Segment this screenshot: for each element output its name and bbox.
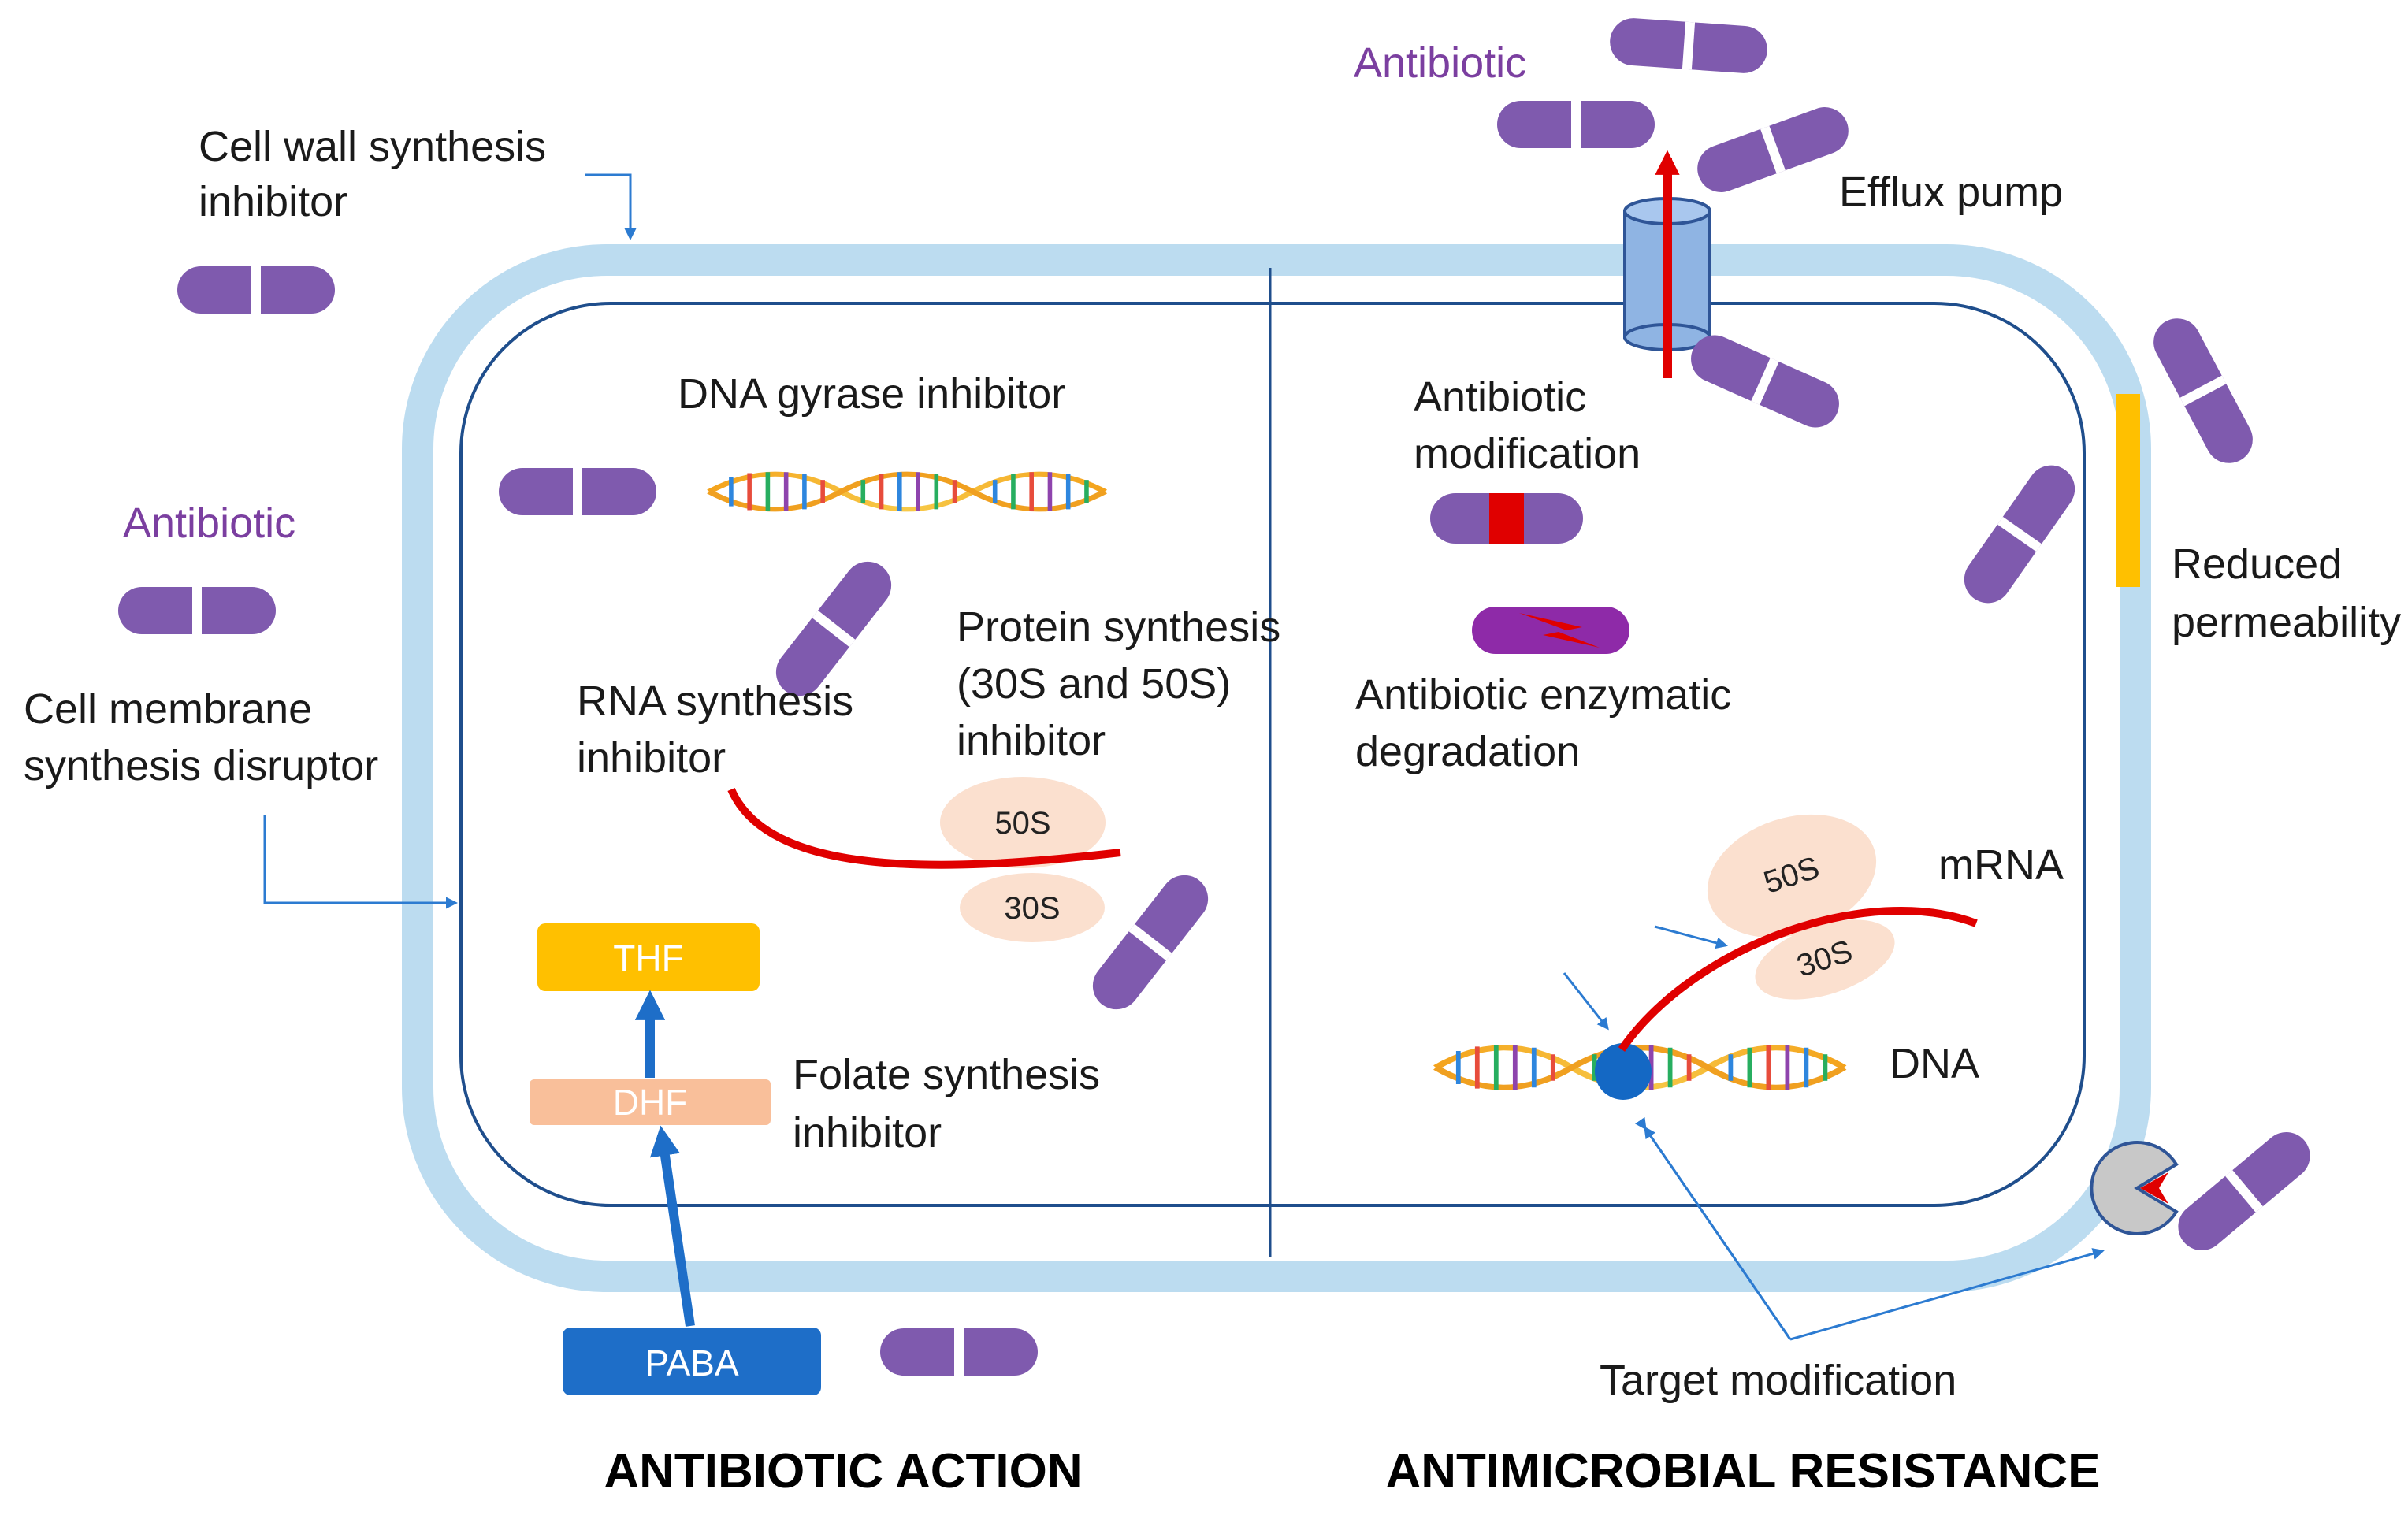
ribosome-30s-right [1755, 919, 1895, 1000]
cell-wall-label-line1: Cell wall synthesis [199, 123, 546, 170]
antibiotic-label-left: Antibiotic [123, 500, 295, 547]
folate-synthesis-label-line1: Folate synthesis [793, 1051, 1100, 1098]
mrna-strand-right [1618, 906, 1978, 1052]
modified-target-protein [2090, 1141, 2179, 1235]
mrna-label: mRNA [1938, 841, 2064, 889]
ribosome-target-arrow [1654, 925, 1728, 949]
dhf-box [530, 1079, 771, 1125]
antibiotic-capsule [2145, 310, 2261, 472]
cell-wall-label-line2: inhibitor [199, 178, 347, 225]
ribosome-50s-label-left: 50S [994, 806, 1050, 841]
target-modification-arrow-to-target [1644, 1126, 1792, 1340]
antibiotic-modification-label-line2: modification [1414, 430, 1641, 477]
antibiotic-capsule [1497, 101, 1655, 148]
target-modification-label: Target modification [1600, 1357, 1956, 1404]
reduced-permeability-label-line1: Reduced [2172, 540, 2342, 588]
folate-synthesis-label-line2: inhibitor [793, 1109, 942, 1157]
antibiotic-capsule [1955, 455, 2084, 613]
antibiotic-capsule [880, 1328, 1038, 1376]
antibiotic-label-top: Antibiotic [1354, 39, 1526, 87]
degraded-antibiotic [1472, 607, 1629, 654]
dna-gyrase-label: DNA gyrase inhibitor [678, 370, 1065, 418]
ribosome-30s-label-left: 30S [1004, 891, 1060, 926]
enzymatic-degradation-label-line1: Antibiotic enzymatic [1355, 671, 1731, 719]
protein-synthesis-label-line1: Protein synthesis [957, 604, 1280, 651]
antibiotic-capsule [118, 587, 276, 634]
thf-label: THF [613, 938, 683, 979]
efflux-pump-label: Efflux pump [1839, 169, 2063, 216]
mrna-strand-left [727, 787, 1121, 869]
target-modification-arrow-to-wall [1789, 1248, 2105, 1341]
antibiotic-capsule [1683, 327, 1847, 436]
efflux-pump [1623, 150, 1711, 378]
antibiotic-capsule [1083, 865, 1218, 1019]
protein-synthesis-label-line3: inhibitor [957, 717, 1106, 764]
paba-label: PABA [645, 1343, 739, 1383]
cell-membrane [459, 302, 2086, 1207]
cell-membrane-label-line1: Cell membrane [24, 685, 312, 733]
modified-target-site [1595, 1043, 1652, 1100]
paba-box [563, 1328, 821, 1395]
antibiotic-modification-label-line1: Antibiotic [1414, 373, 1586, 421]
cell-wall [402, 244, 2151, 1292]
antibiotic-action-title: ANTIBIOTIC ACTION [604, 1444, 1082, 1499]
antibiotic-capsule [1608, 17, 1769, 75]
dna-helix-gyrase [709, 472, 1105, 511]
modified-antibiotic [1430, 493, 1583, 544]
antibiotic-capsule [2168, 1122, 2320, 1261]
reduced-permeability-label-line2: permeability [2172, 599, 2401, 646]
ribosome-50s-left [940, 777, 1106, 868]
thf-box [537, 923, 760, 991]
antibiotic-capsule [499, 468, 656, 515]
cell-membrane-label-line2: synthesis disruptor [24, 742, 378, 789]
rna-synthesis-label-line2: inhibitor [577, 734, 726, 782]
antibiotic-capsule [177, 266, 335, 314]
rna-synthesis-label-line1: RNA synthesis [577, 678, 853, 725]
reduced-permeability-patch [2116, 394, 2140, 587]
protein-synthesis-label-line2: (30S and 50S) [957, 660, 1231, 708]
cell-membrane-pointer-arrow [263, 815, 458, 909]
antimicrobial-resistance-title: ANTIMICROBIAL RESISTANCE [1385, 1444, 2100, 1499]
dna-label: DNA [1890, 1040, 1979, 1087]
antibiotic-capsule [1690, 100, 1856, 199]
dhf-label: DHF [613, 1082, 688, 1123]
ribosome-50s-right [1707, 814, 1877, 938]
ribosome-30s-left [960, 873, 1105, 942]
paba-to-dhf-arrow [649, 1125, 695, 1327]
dna-target-arrow [1563, 972, 1609, 1031]
cell-wall-pointer-arrow [585, 173, 637, 240]
enzymatic-degradation-label-line2: degradation [1355, 728, 1580, 775]
